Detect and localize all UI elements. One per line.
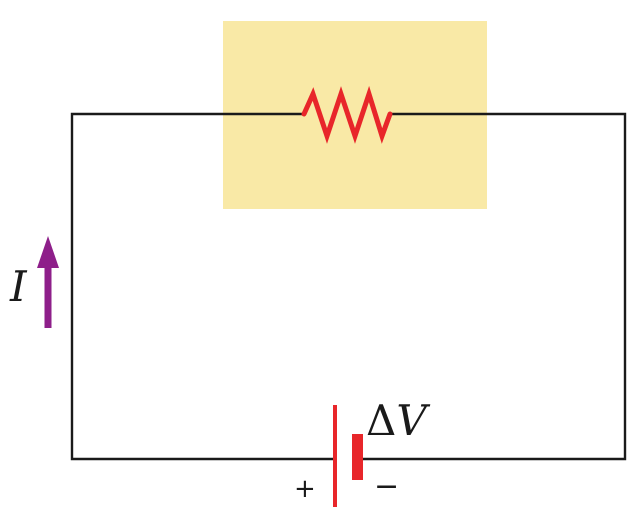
current-label: I [10, 262, 27, 311]
wire-left-loop [70, 112, 334, 461]
arrow-up-icon [37, 236, 59, 268]
voltage-delta: Δ [366, 396, 397, 445]
voltage-label: ΔV [366, 400, 427, 442]
wire-right-loop [360, 112, 627, 461]
battery-long-plate [333, 405, 337, 507]
battery-gap [338, 455, 351, 463]
battery-short-plate [352, 434, 363, 480]
battery-plus-label: + [294, 474, 316, 504]
battery-minus-label: − [374, 469, 400, 504]
voltage-symbol: V [396, 396, 427, 445]
zigzag-resistor-icon [301, 85, 393, 144]
